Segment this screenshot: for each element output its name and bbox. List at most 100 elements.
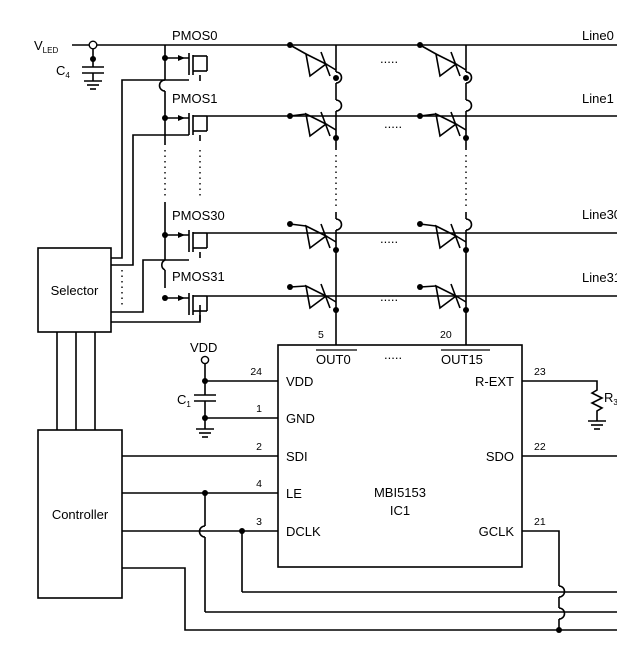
wire bbox=[455, 295, 467, 303]
pin-number: 1 bbox=[256, 403, 262, 415]
junction bbox=[417, 284, 423, 290]
wire bbox=[325, 235, 337, 243]
wire bbox=[455, 123, 467, 131]
pmos-label: PMOS30 bbox=[172, 208, 225, 223]
pin-label-sdi: SDI bbox=[286, 449, 308, 464]
wire bbox=[455, 235, 467, 243]
diode-bar bbox=[450, 223, 461, 249]
arrow-icon bbox=[178, 232, 185, 238]
led-diode bbox=[287, 283, 339, 313]
wire bbox=[325, 63, 337, 71]
c1-label: C1 bbox=[177, 392, 191, 409]
wire bbox=[325, 295, 337, 303]
diode-bar bbox=[450, 283, 461, 309]
row-line-label: Line30 bbox=[582, 207, 617, 222]
led-diode bbox=[287, 221, 339, 253]
junction bbox=[287, 221, 293, 227]
r3-label: R3 bbox=[604, 390, 617, 407]
diode-triangle bbox=[304, 284, 328, 310]
vdd-label: VDD bbox=[190, 340, 217, 355]
diode-triangle bbox=[434, 224, 458, 250]
diode-triangle bbox=[304, 112, 328, 138]
junction bbox=[333, 75, 339, 81]
diode-bar bbox=[320, 283, 331, 309]
arrow-icon bbox=[178, 115, 185, 121]
ellipsis: ..... bbox=[384, 347, 402, 362]
pin-label-sdo: SDO bbox=[486, 449, 514, 464]
junction bbox=[287, 113, 293, 119]
gate-wire-pmos1 bbox=[111, 134, 189, 266]
gate-wire-pmos0 bbox=[111, 79, 189, 259]
diode-triangle bbox=[434, 52, 458, 78]
pin-number: 20 bbox=[440, 329, 452, 341]
r3-network: R3 bbox=[522, 380, 617, 430]
led-diode bbox=[287, 42, 339, 81]
pin-number: 2 bbox=[256, 441, 262, 453]
junction bbox=[417, 42, 423, 48]
pin-number: 5 bbox=[318, 329, 324, 341]
selector-block bbox=[37, 247, 112, 333]
r3-resistor bbox=[522, 380, 604, 421]
pmos-transistor: PMOS0 bbox=[162, 28, 218, 81]
c4-label: C4 bbox=[56, 63, 70, 80]
wire bbox=[325, 123, 337, 131]
pin-label-out15: OUT15 bbox=[441, 352, 483, 367]
ellipsis: ..... bbox=[380, 231, 398, 246]
controller-label: Controller bbox=[52, 507, 109, 522]
vled-label: VLED bbox=[34, 38, 58, 55]
ic-name: MBI5153 bbox=[374, 485, 426, 500]
diode-triangle bbox=[434, 284, 458, 310]
vled-terminal bbox=[88, 40, 98, 50]
pin-number: 3 bbox=[256, 516, 262, 528]
led-diode bbox=[417, 111, 469, 141]
pin-number: 4 bbox=[256, 478, 262, 490]
led-diode bbox=[287, 111, 339, 141]
vled-supply: VLED C4 bbox=[34, 38, 617, 90]
diode-bar bbox=[320, 223, 331, 249]
pmos-transistor: PMOS31 bbox=[162, 269, 617, 321]
arrow-icon bbox=[178, 295, 185, 301]
diode-triangle bbox=[304, 224, 328, 250]
diode-triangle bbox=[434, 112, 458, 138]
diode-bar bbox=[320, 111, 331, 137]
ic-ref: IC1 bbox=[390, 503, 410, 518]
pin-label-vdd: VDD bbox=[286, 374, 313, 389]
led-diode bbox=[417, 42, 469, 81]
pin-label-gnd: GND bbox=[286, 411, 315, 426]
wire bbox=[419, 44, 437, 55]
row-line-label: Line31 bbox=[582, 270, 617, 285]
vdd-terminal bbox=[200, 355, 210, 365]
led-diode bbox=[417, 283, 469, 313]
pin-label-gclk: GCLK bbox=[479, 524, 515, 539]
row-line-label: Line1 bbox=[582, 91, 614, 106]
diode-bar bbox=[450, 111, 461, 137]
junction bbox=[417, 221, 423, 227]
pin-label-out0: OUT0 bbox=[316, 352, 351, 367]
led-diode bbox=[417, 221, 469, 253]
wire bbox=[455, 63, 467, 71]
pin-number: 23 bbox=[534, 366, 546, 378]
pin-number: 24 bbox=[250, 366, 262, 378]
junction bbox=[463, 75, 469, 81]
diode-bar bbox=[450, 51, 461, 77]
pmos-label: PMOS31 bbox=[172, 269, 225, 284]
arrow-icon bbox=[178, 55, 185, 61]
gclk-bus bbox=[122, 567, 617, 631]
junction bbox=[417, 113, 423, 119]
pin-label-r-ext: R-EXT bbox=[475, 374, 514, 389]
pin-label-le: LE bbox=[286, 486, 302, 501]
gate-wire-pmos31 bbox=[111, 305, 201, 323]
gclk-wire bbox=[522, 530, 560, 586]
selector-label: Selector bbox=[51, 283, 99, 298]
pmos-transistor: PMOS1 bbox=[162, 91, 617, 141]
gate-wire-pmos30 bbox=[111, 259, 189, 313]
pmos-transistor: PMOS30 bbox=[162, 208, 617, 258]
pin-label-dclk: DCLK bbox=[286, 524, 321, 539]
diode-bar bbox=[320, 51, 331, 77]
pmos-label: PMOS0 bbox=[172, 28, 218, 43]
junction bbox=[287, 284, 293, 290]
wire bbox=[289, 44, 307, 55]
row-line-label: Line0 bbox=[582, 28, 614, 43]
junction bbox=[287, 42, 293, 48]
